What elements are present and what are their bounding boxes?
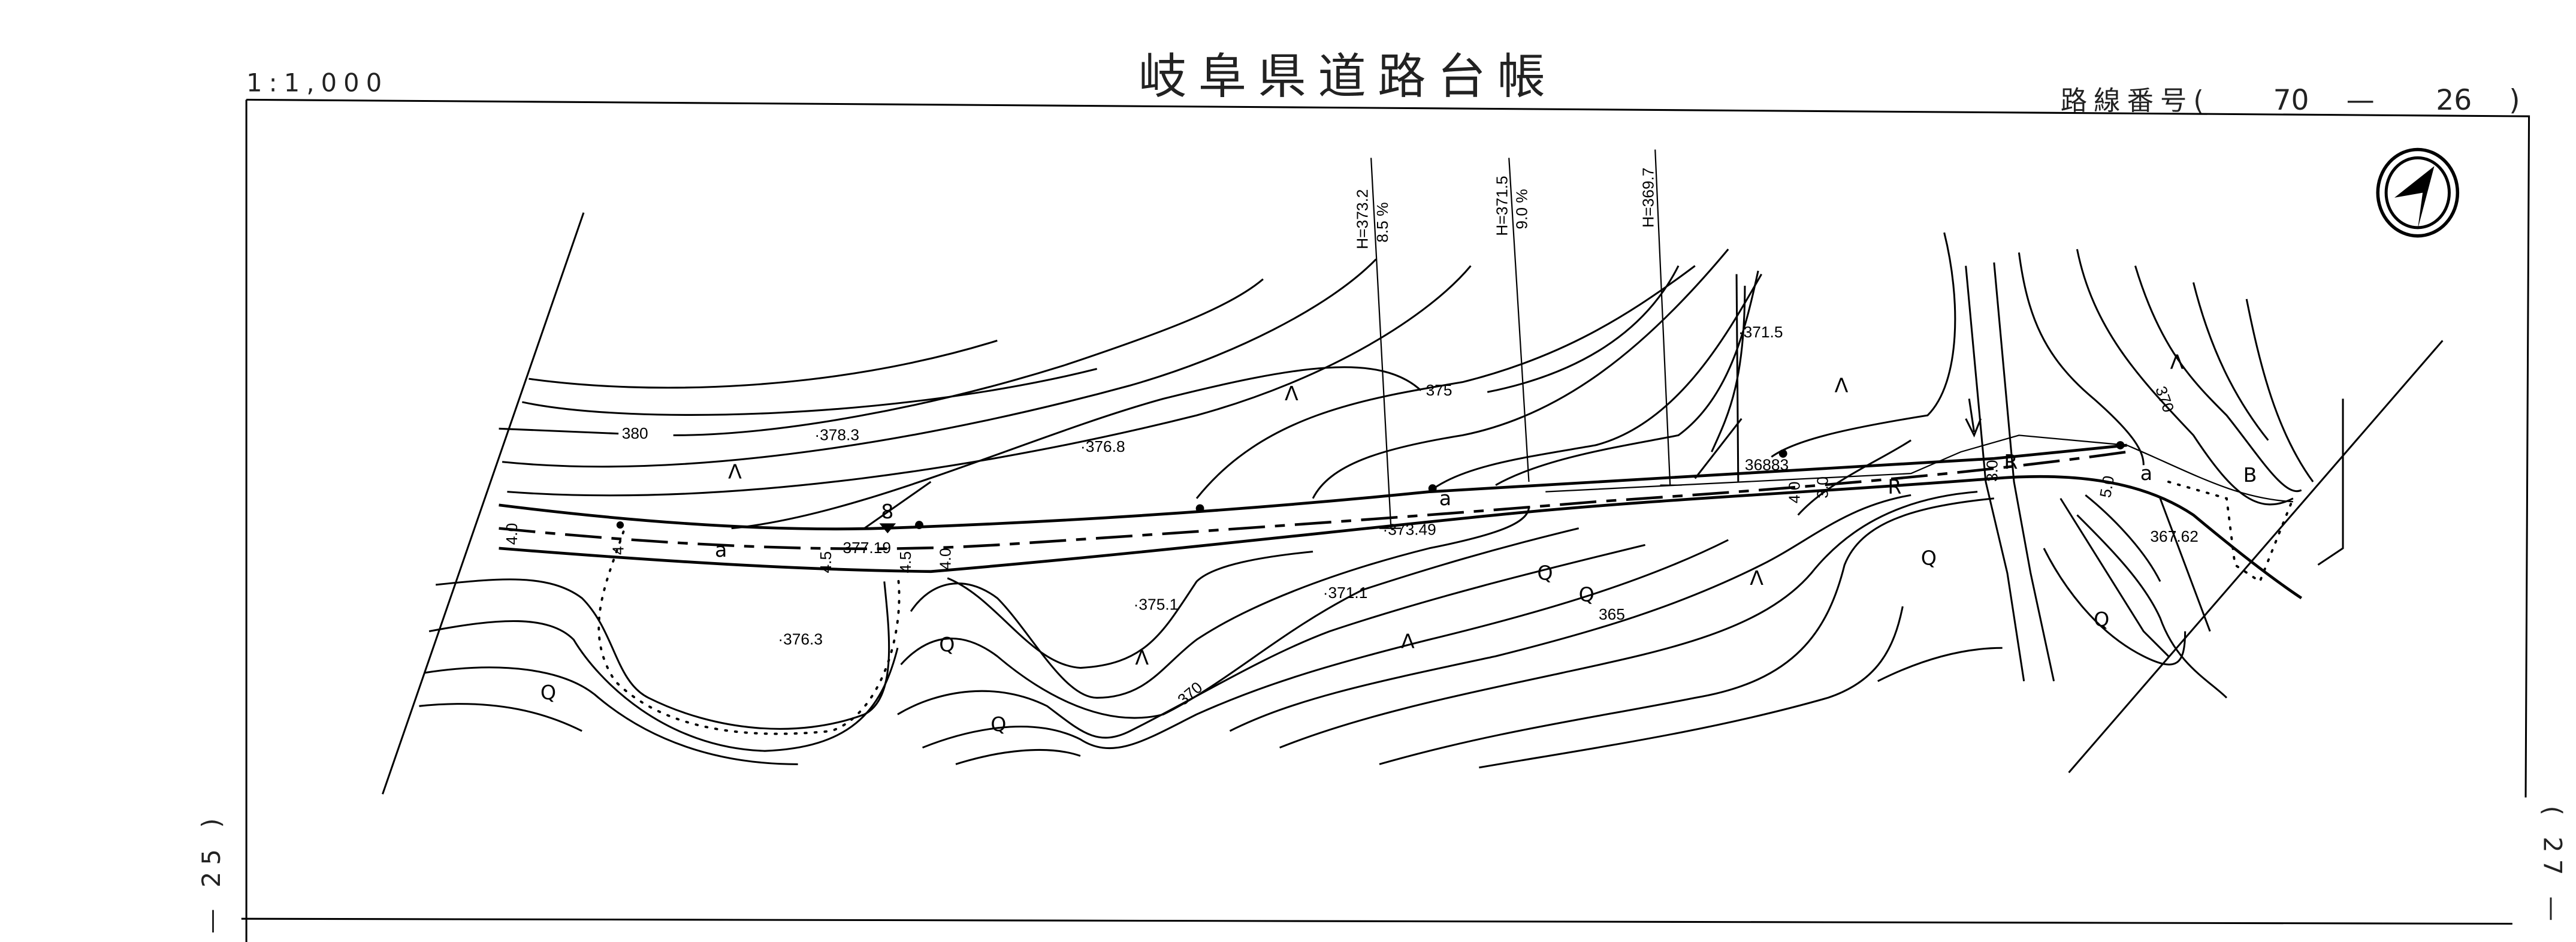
road	[499, 434, 2303, 735]
route-number-separator: —	[2347, 84, 2375, 117]
road-edge-north	[499, 443, 2127, 531]
bench-mark-icon	[879, 523, 896, 533]
profile-leaders: H=373.2 8.5 % H=371.5 9.0 % H=369.7	[1354, 149, 1682, 529]
leader-grade-2: 9.0 %	[1513, 189, 1531, 229]
leader-height-2: H=371.5	[1493, 176, 1511, 236]
road-width: 5.0	[2096, 475, 2118, 499]
land-use-symbols: Λ Λ Λ Λ Λ Λ Λ Q Q Q Q Q Q Q a a a R R B …	[540, 350, 2257, 735]
road-width: 4	[609, 546, 627, 555]
orchard-symbol: Q	[939, 633, 955, 656]
scale-label: 1:1,000	[246, 68, 388, 97]
survey-point-icon	[2116, 441, 2125, 449]
spot-elevations: ·378.3 ·376.8 ·371.5 36883 377.19 ·373.4…	[778, 323, 2198, 648]
survey-point-icon	[915, 521, 923, 530]
route-number: 路線番号( 70 — 26 )	[2061, 84, 2520, 117]
field-symbol: a	[1439, 487, 1451, 510]
road-width: 4.0	[1785, 481, 1803, 503]
boundary-symbol: B	[2243, 463, 2257, 487]
orchard-symbol: Q	[2094, 608, 2109, 631]
road-width: 3.0	[1814, 476, 1832, 499]
survey-point-icon	[1778, 449, 1787, 458]
spot-elevation: ·375.1	[1134, 596, 1179, 614]
spot-elevation: 377.19	[842, 539, 891, 557]
sheet-frame	[241, 98, 2530, 942]
vegetation-symbol: Λ	[1401, 629, 1415, 653]
spot-elevation: 367.62	[2150, 527, 2198, 545]
vegetation-symbol: Λ	[1835, 373, 1849, 397]
orchard-symbol: Q	[540, 681, 556, 704]
spot-elevation: 36883	[1745, 456, 1789, 474]
north-arrow-icon	[2376, 147, 2460, 238]
contour-label: 380	[622, 424, 648, 442]
map-limit-left	[382, 212, 585, 795]
contour-label: 375	[1426, 381, 1452, 399]
route-number-close: )	[2509, 84, 2520, 117]
vegetation-symbol: Λ	[1750, 566, 1763, 590]
road-width: 4.5	[896, 551, 914, 573]
stream	[1965, 262, 2055, 682]
vegetation-symbol: Λ	[1135, 646, 1149, 669]
bench-mark-label: 8	[881, 500, 893, 523]
survey-point-icon	[1195, 504, 1204, 513]
spot-elevation: ·373.49	[1383, 521, 1436, 539]
field-symbol: a	[715, 538, 727, 561]
road-edge-south	[499, 475, 2303, 600]
survey-point-icon	[616, 521, 624, 529]
spot-elevation: ·376.3	[778, 630, 823, 648]
spot-elevation: ·378.3	[814, 426, 859, 444]
contour-label: 370	[1174, 678, 1206, 709]
sheet-title: 岐阜県道路台帳	[1138, 48, 1557, 104]
map-limit-right	[2068, 340, 2444, 774]
contours-south	[419, 491, 2228, 769]
route-number-major: 70	[2273, 84, 2309, 117]
vegetation-symbol: Λ	[728, 460, 742, 483]
road-width-marks: 4.0 4 4.5 4.5 4.0 4.0 3.0 3.0 5.0	[503, 460, 2118, 573]
survey-point-icon	[1428, 484, 1437, 493]
route-number-label: 路線番号(	[2061, 86, 2210, 116]
road-centerline	[499, 450, 2127, 551]
route-number-minor: 26	[2436, 84, 2472, 117]
adjacent-sheet-right: ( 27 —	[2538, 806, 2568, 928]
adjacent-sheet-left: — 25 )	[197, 811, 226, 934]
vegetation-symbol: Λ	[2170, 350, 2184, 373]
leader-grade-1: 8.5 %	[1373, 202, 1391, 242]
road-width: 4.0	[503, 523, 521, 545]
road-width: 4.5	[817, 551, 835, 573]
contour-label: 370	[2152, 384, 2178, 415]
orchard-symbol: Q	[1921, 547, 1937, 570]
rice-symbol: R	[2004, 450, 2018, 473]
leader-height-3: H=369.7	[1639, 168, 1657, 228]
spot-elevation: ·376.8	[1080, 437, 1125, 455]
rice-symbol: R	[1888, 475, 1901, 498]
field-symbol: a	[2140, 461, 2152, 485]
orchard-symbol: Q	[1579, 583, 1594, 606]
orchard-symbol: Q	[1537, 561, 1553, 585]
orchard-symbol: Q	[990, 712, 1006, 736]
spot-elevation: ·371.1	[1323, 584, 1368, 602]
spot-elevation: ·371.5	[1738, 323, 1783, 341]
contour-label: 365	[1599, 605, 1625, 623]
leader-height-1: H=373.2	[1354, 189, 1372, 249]
road-width: 3.0	[1983, 460, 2001, 482]
vegetation-symbol: Λ	[1285, 382, 1298, 405]
contours-north	[499, 232, 2344, 566]
road-width: 4.0	[937, 548, 955, 570]
